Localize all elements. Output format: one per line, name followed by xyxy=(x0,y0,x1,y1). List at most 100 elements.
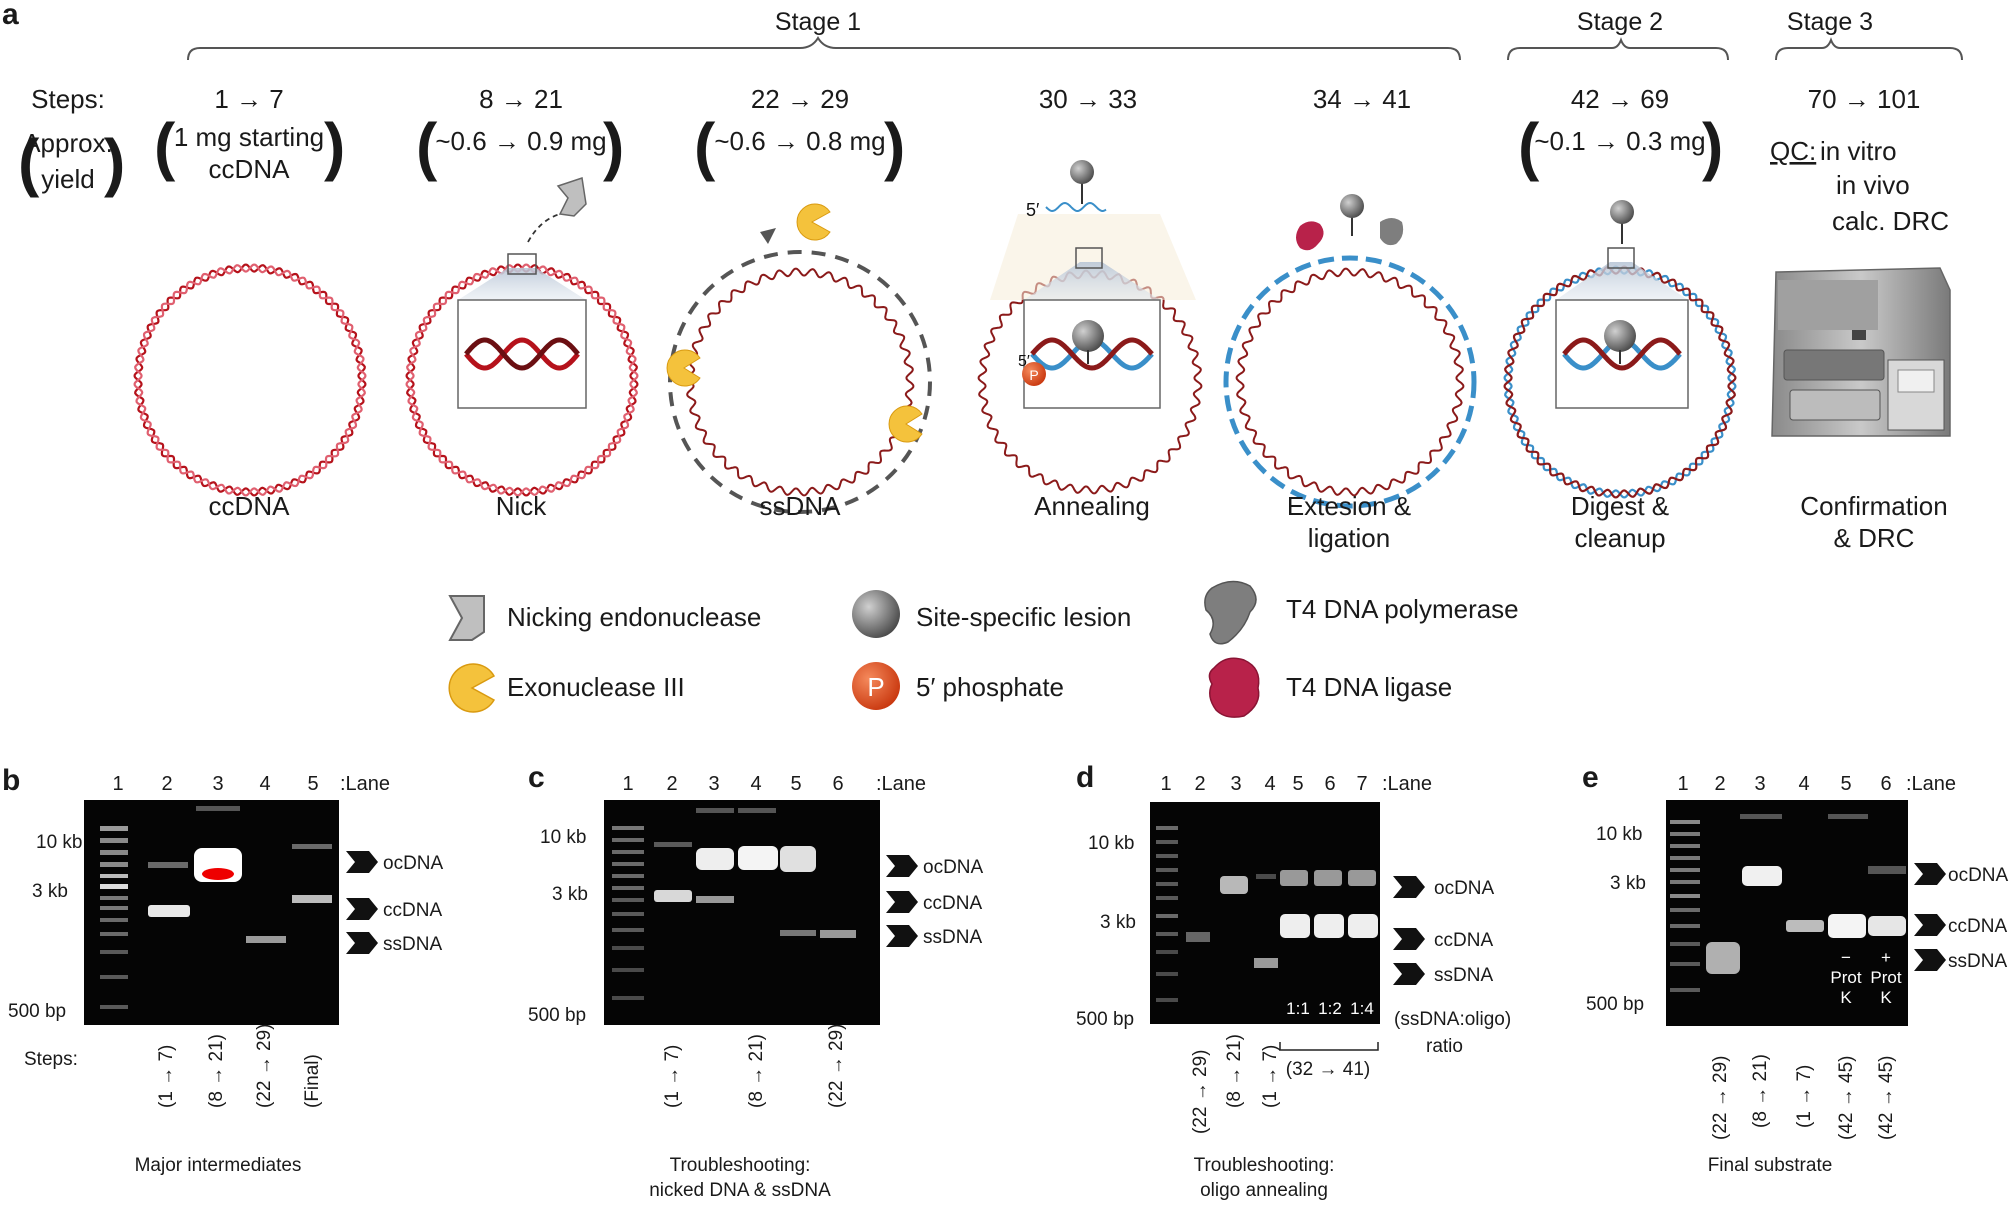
phosphate-letter: P xyxy=(1029,367,1038,383)
gel-e-lane-steps: (42 → 45) xyxy=(1836,1056,1857,1140)
gel-e-ladder xyxy=(1670,820,1700,992)
gel-e-image xyxy=(1666,800,1908,1026)
stage-3-bracket xyxy=(1775,37,1963,61)
phosphate-icon xyxy=(1022,362,1046,386)
gel-e-band xyxy=(1868,916,1906,936)
lesion-icon xyxy=(1610,200,1634,224)
annealing-circle: P5′5′ xyxy=(977,160,1203,495)
nick-zoom-box xyxy=(457,299,587,409)
dna-strand-a xyxy=(133,263,367,497)
new-strand-dashed xyxy=(1223,255,1477,509)
col3-paren-l: ( xyxy=(694,110,716,182)
col1-steps: 1 → 7 xyxy=(214,84,283,114)
gel-e-lane-steps: (22 → 29) xyxy=(1710,1056,1731,1140)
gel-e-band xyxy=(1742,866,1782,886)
gel-d-lane: 4 xyxy=(1264,773,1275,795)
legend-exonuclease: Exonuclease III xyxy=(507,672,685,702)
gel-e-protk-sign: + xyxy=(1881,948,1891,967)
dna-strand-b xyxy=(133,263,367,497)
ssdna-strand xyxy=(685,267,915,497)
yield-paren-right: ) xyxy=(104,126,125,198)
col2-label: Nick xyxy=(496,491,548,521)
gel-d-ratio: 1:2 xyxy=(1318,999,1342,1018)
yield-row-label-1: Approx. xyxy=(23,128,113,158)
gel-c-lane: 6 xyxy=(832,773,843,795)
gel-c-band xyxy=(780,846,816,872)
gel-b-band xyxy=(292,844,332,849)
col1-paren-r: ) xyxy=(324,110,345,182)
gel-b-lane-numbers: 1 2 3 4 5 :Lane xyxy=(112,773,390,795)
gel-d-band xyxy=(1220,876,1248,894)
ssdna-strand xyxy=(1235,267,1465,497)
gel-e-lane: 6 xyxy=(1880,773,1891,795)
ssdna-circle xyxy=(666,203,932,514)
oligo-strand xyxy=(1045,201,1107,213)
gel-e-lane-steps: (42 → 45) xyxy=(1876,1056,1897,1140)
digest-circle xyxy=(1503,200,1737,499)
gel-e-well xyxy=(1828,814,1868,819)
lesion-icon xyxy=(852,590,900,638)
col2-steps: 8 → 21 xyxy=(479,84,563,114)
gel-c-caption: nicked DNA & ssDNA xyxy=(649,1180,831,1201)
gel-c-image xyxy=(604,800,880,1025)
gel-e-ladder-label: 3 kb xyxy=(1610,873,1646,894)
gel-e-band-label: ssDNA xyxy=(1948,951,2007,972)
gel-c-well xyxy=(738,808,776,813)
gel-b-saturated-band xyxy=(202,868,234,880)
col6-label-2: cleanup xyxy=(1574,523,1665,553)
gel-e-well xyxy=(1740,814,1782,819)
nicked-dna-circle xyxy=(405,177,639,497)
gel-b-caption: Major intermediates xyxy=(135,1155,302,1176)
gel-d-band xyxy=(1348,914,1378,938)
dna-strand-b xyxy=(405,263,639,497)
lesion-icon xyxy=(1070,160,1094,184)
sequencer-instrument-icon xyxy=(1771,267,1951,437)
gel-d-image xyxy=(1150,802,1380,1024)
gel-c-band xyxy=(654,842,692,847)
extension-circle xyxy=(1223,194,1477,509)
gel-e-ladder-label: 10 kb xyxy=(1596,824,1642,845)
five-prime-label: 5′ xyxy=(1018,353,1030,370)
gel-b-band-arrow xyxy=(346,898,378,920)
stage-1-label: Stage 1 xyxy=(775,8,861,36)
gel-c-lane-steps: (8 → 21) xyxy=(746,1034,767,1108)
gel-e-protk: K xyxy=(1840,988,1852,1007)
gel-d-band xyxy=(1314,870,1342,886)
gel-d-band xyxy=(1256,874,1276,879)
gel-d-lane: 1 xyxy=(1160,773,1171,795)
dna-strand-b xyxy=(1503,265,1737,499)
gel-d-group-bracket xyxy=(1279,1042,1379,1051)
gel-b-band-label: ccDNA xyxy=(383,900,442,921)
gel-b-lane-steps: (22 → 29) xyxy=(254,1024,275,1108)
gel-e-lane: 1 xyxy=(1677,773,1688,795)
gel-d-ratio-label: ratio xyxy=(1426,1036,1463,1057)
highlight-cone xyxy=(990,214,1196,300)
col3-steps: 22 → 29 xyxy=(751,84,849,114)
zoom-frame xyxy=(507,253,537,275)
gel-e-band-label: ocDNA xyxy=(1948,865,2009,886)
gel-e-lane: 2 xyxy=(1714,773,1725,795)
gel-b-lane: 5 xyxy=(307,773,318,795)
col3-paren-r: ) xyxy=(884,110,905,182)
exonuclease-icon xyxy=(666,349,701,387)
gel-b-lane: 1 xyxy=(112,773,123,795)
gel-d-ladder xyxy=(1156,826,1178,1002)
gel-c-lane: 4 xyxy=(750,773,761,795)
gel-c-band xyxy=(820,930,856,938)
stage-1-bracket xyxy=(187,36,1461,61)
legend-nicking: Nicking endonuclease xyxy=(507,602,761,632)
col6-label-1: Digest & xyxy=(1571,491,1669,521)
gel-e-lane: 4 xyxy=(1798,773,1809,795)
steps-row-label: Steps: xyxy=(31,84,105,114)
col6-paren-r: ) xyxy=(1702,110,1723,182)
stage-2-bracket xyxy=(1507,37,1729,61)
legend-lesion: Site-specific lesion xyxy=(916,602,1131,632)
degradation-arrow-path xyxy=(668,250,932,514)
gel-d-band xyxy=(1186,932,1210,942)
gel-b-ladder-label: 10 kb xyxy=(36,832,82,853)
gel-b-ladder xyxy=(100,826,128,1009)
gel-c-lane-steps: (1 → 7) xyxy=(662,1045,683,1108)
gel-e-lane: 3 xyxy=(1754,773,1765,795)
gel-c-band xyxy=(696,848,734,870)
gel-b-band xyxy=(148,862,188,868)
